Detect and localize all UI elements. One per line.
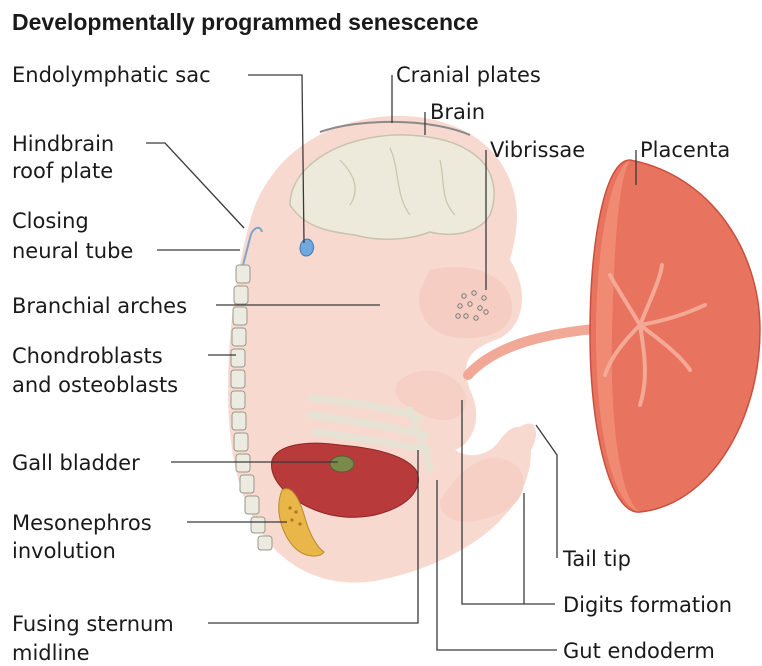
embryo-illustration xyxy=(228,116,760,583)
label-neural-tube-line2: neural tube xyxy=(12,239,133,263)
label-chondroblasts-line1: Chondroblasts xyxy=(12,344,163,368)
label-placenta: Placenta xyxy=(640,138,730,162)
gall-bladder-shape xyxy=(330,456,354,472)
label-endolymphatic-sac: Endolymphatic sac xyxy=(12,63,211,87)
label-mesonephros-line1: Mesonephros xyxy=(12,511,152,535)
figure-title: Developmentally programmed senescence xyxy=(12,9,479,35)
label-mesonephros-line2: involution xyxy=(12,539,116,563)
label-gut-endoderm: Gut endoderm xyxy=(563,639,715,663)
label-brain: Brain xyxy=(430,100,485,124)
label-cranial-plates: Cranial plates xyxy=(396,63,541,87)
label-sternum-line2: midline xyxy=(12,641,90,665)
label-gall-bladder: Gall bladder xyxy=(12,451,140,475)
label-sternum-line1: Fusing sternum xyxy=(12,612,174,636)
label-hindbrain-line1: Hindbrain xyxy=(12,132,114,156)
label-chondroblasts-line2: and osteoblasts xyxy=(12,373,178,397)
placenta-shape xyxy=(590,160,760,512)
label-tail-tip: Tail tip xyxy=(562,547,631,571)
label-branchial-arches: Branchial arches xyxy=(12,294,187,318)
label-vibrissae: Vibrissae xyxy=(490,138,585,162)
endolymphatic-sac-shape xyxy=(300,239,314,256)
label-digits-formation: Digits formation xyxy=(563,593,732,617)
label-neural-tube-line1: Closing xyxy=(12,209,89,233)
label-hindbrain-line2: roof plate xyxy=(12,159,113,183)
